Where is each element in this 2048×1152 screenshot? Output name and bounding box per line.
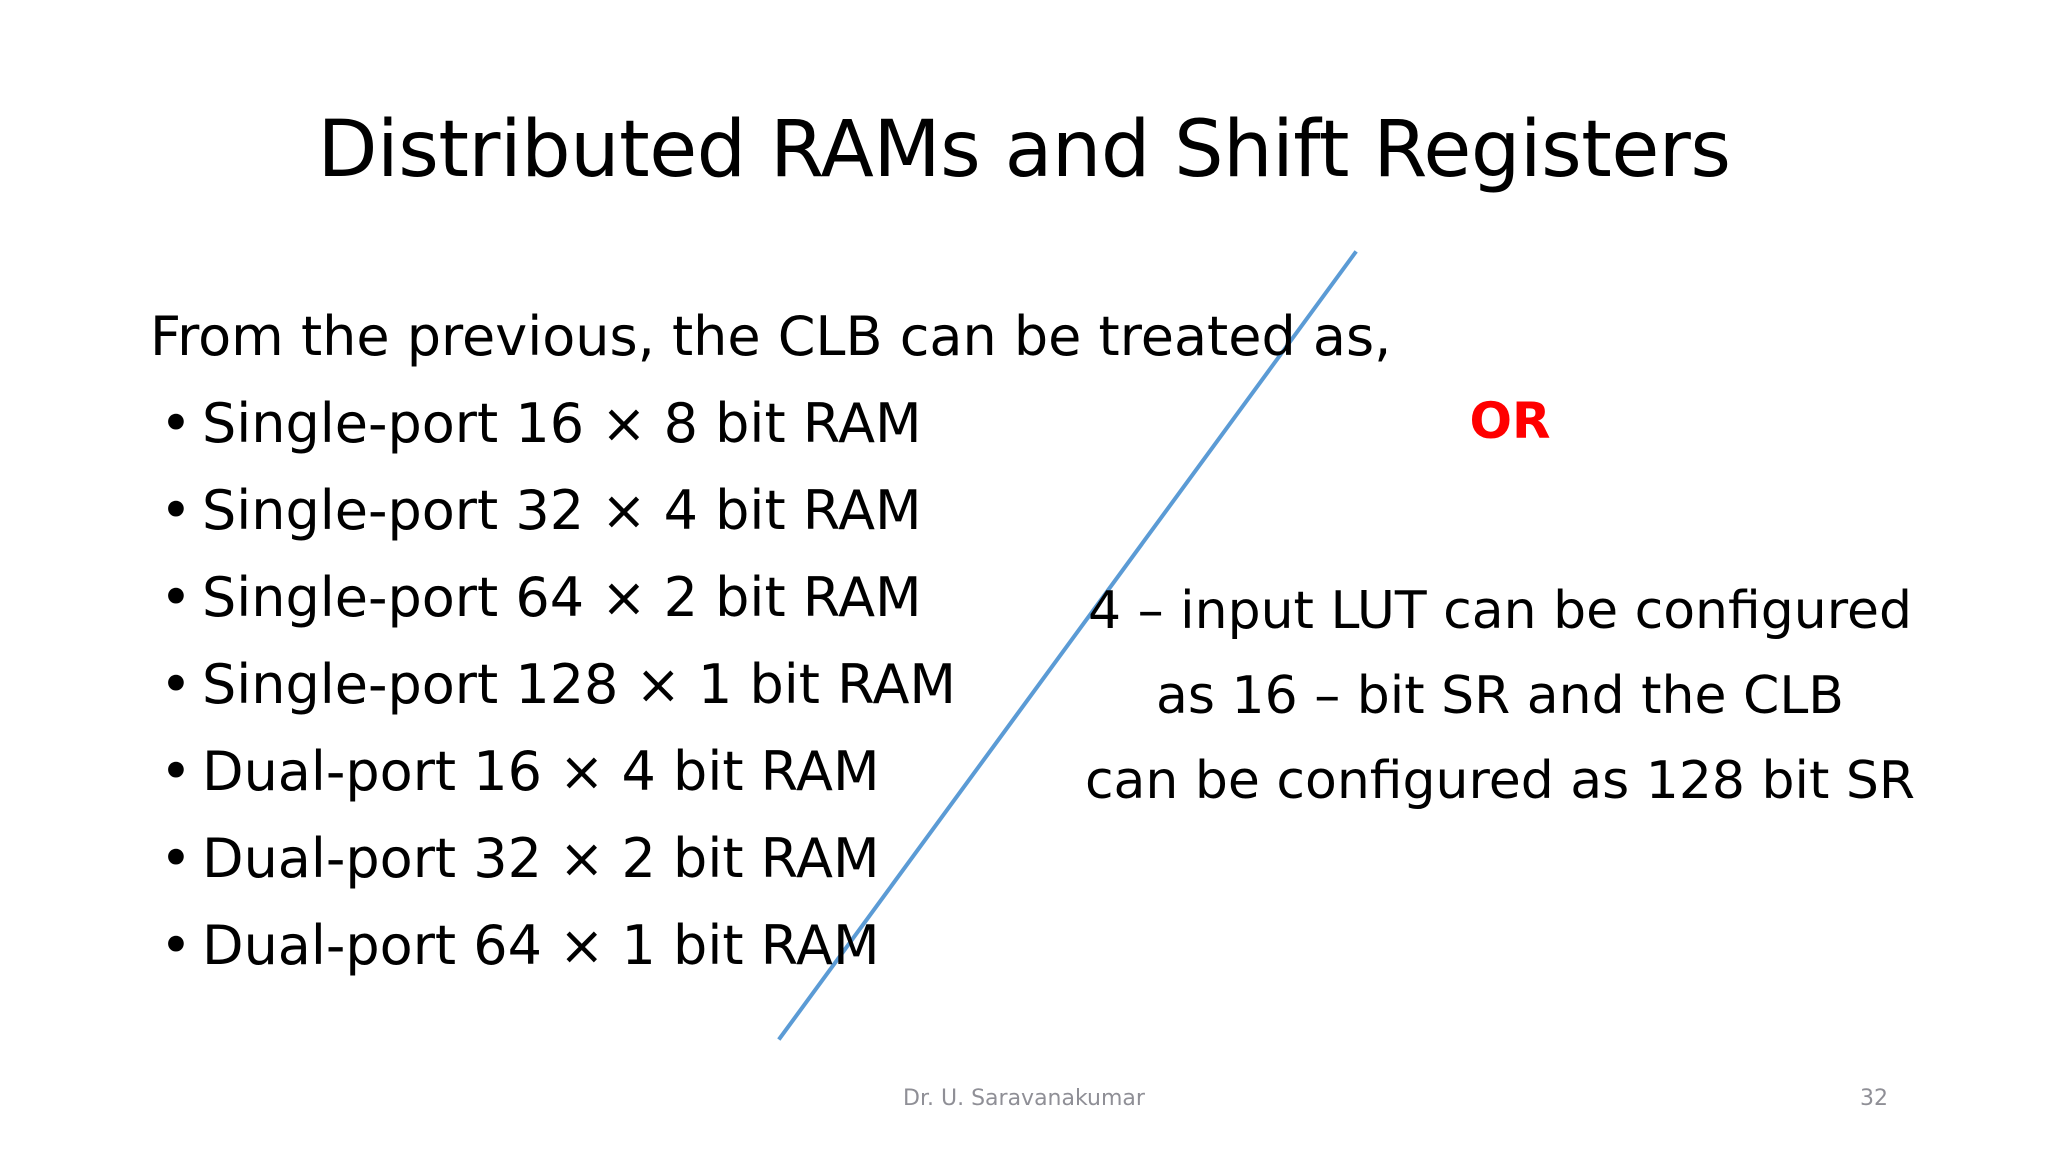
list-item-label: Single-port 32 × 4 bit RAM xyxy=(202,479,922,542)
page-title: Distributed RAMs and Shift Registers xyxy=(317,105,1731,195)
lead-sentence: From the previous, the CLB can be treate… xyxy=(150,305,1392,368)
bullet-dot-icon: • xyxy=(160,740,192,803)
list-item: • Single-port 16 × 8 bit RAM xyxy=(150,397,930,451)
list-item: • Single-port 64 × 2 bit RAM xyxy=(150,571,930,625)
left-content-column: From the previous, the CLB can be treate… xyxy=(150,305,1392,1006)
right-text-line: can be configured as 128 bit SR xyxy=(1084,751,1916,811)
or-label: OR xyxy=(1469,392,1551,450)
bullet-dot-icon: • xyxy=(160,479,192,542)
bullet-dot-icon: • xyxy=(160,392,192,455)
list-item: • Dual-port 16 × 4 bit RAM xyxy=(150,745,930,799)
list-item-label: Dual-port 16 × 4 bit RAM xyxy=(202,740,880,803)
footer-author: Dr. U. Saravanakumar xyxy=(903,1086,1145,1111)
list-item: • Dual-port 64 × 1 bit RAM xyxy=(150,919,930,973)
bullet-dot-icon: • xyxy=(160,566,192,629)
list-item: • Dual-port 32 × 2 bit RAM xyxy=(150,832,930,886)
bullet-dot-icon: • xyxy=(160,653,192,716)
list-item-label: Dual-port 32 × 2 bit RAM xyxy=(202,827,880,890)
right-text-line: as 16 – bit SR and the CLB xyxy=(1156,666,1844,726)
list-item-label: Single-port 16 × 8 bit RAM xyxy=(202,392,922,455)
list-item-label: Single-port 64 × 2 bit RAM xyxy=(202,566,922,629)
right-content-column: 4 – input LUT can be configured as 16 – … xyxy=(1060,585,1940,840)
list-item-label: Dual-port 64 × 1 bit RAM xyxy=(202,914,880,977)
list-item: • Single-port 128 × 1 bit RAM xyxy=(150,653,956,716)
ram-configuration-list: • Single-port 16 × 8 bit RAM • Single-po… xyxy=(150,397,956,973)
bullet-dot-icon: • xyxy=(160,914,192,977)
list-item-label: Single-port 128 × 1 bit RAM xyxy=(202,653,956,716)
bullet-dot-icon: • xyxy=(160,827,192,890)
right-text-line: 4 – input LUT can be configured xyxy=(1088,581,1912,641)
list-item: • Single-port 32 × 4 bit RAM xyxy=(150,484,930,538)
slide-number: 32 xyxy=(1860,1086,1888,1111)
